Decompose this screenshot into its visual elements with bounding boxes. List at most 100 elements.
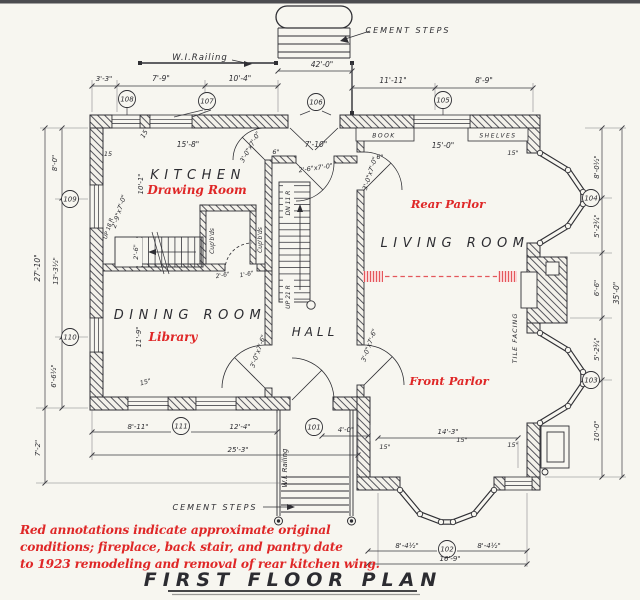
dim-7-2: 7'-2" xyxy=(34,440,42,457)
windows xyxy=(89,114,533,491)
plan-title: FIRST FLOOR PLAN xyxy=(144,569,443,591)
dim-8-11: 8'-11" xyxy=(127,423,148,431)
mark-circle-107 xyxy=(198,92,216,110)
dim-7-9: 7'-9" xyxy=(152,74,170,83)
window-108 xyxy=(111,114,141,129)
window-dining-a xyxy=(127,396,169,411)
dim-11-11: 11'-11" xyxy=(379,76,406,85)
dim-8-4h-b: 8'-4½" xyxy=(477,542,500,550)
drawing-room-label: Drawing Room xyxy=(146,183,246,197)
back-door-leaves xyxy=(289,127,339,151)
window-parlor-south xyxy=(504,476,533,491)
front-parlor-south-wall-a xyxy=(356,476,401,491)
wall-6-b: 6" xyxy=(376,153,383,161)
dim-10-1: 10'-1" xyxy=(137,173,145,194)
shelving xyxy=(355,127,529,142)
dim-8-0-left: 8'-0" xyxy=(51,155,59,172)
dim-12-4: 12'-4" xyxy=(229,423,250,431)
wall-15-bay104: 15" xyxy=(507,149,518,157)
front-parlor-label: Front Parlor xyxy=(408,374,489,388)
doors xyxy=(221,127,405,401)
dim-14-3: 14'-3" xyxy=(437,428,458,436)
parlor-door-leaf xyxy=(363,356,393,386)
front-porch-steps xyxy=(281,476,349,513)
text-halos xyxy=(131,185,294,315)
west-wall-b xyxy=(89,227,104,319)
dim-10-4: 10'-4" xyxy=(229,74,252,83)
mark-108: 108 xyxy=(120,96,134,104)
cupboard-partition-b xyxy=(249,204,257,265)
annotation-note-line3: to 1923 remodeling and removal of rear k… xyxy=(20,557,380,571)
mark-105: 105 xyxy=(436,97,450,105)
dn-11-r-label: DN 11 R xyxy=(285,191,292,216)
window-marks: 108 107 106 105 104 103 102 101 111 110 … xyxy=(61,90,600,558)
rear-parlor-label: Rear Parlor xyxy=(410,197,486,211)
wall-15-bay103: 15" xyxy=(507,441,518,449)
mark-110: 110 xyxy=(63,334,77,342)
mark-107: 107 xyxy=(200,98,214,106)
mark-circle-103 xyxy=(582,371,600,389)
front-door-leaf xyxy=(291,369,323,401)
dim-15-0: 15'-0" xyxy=(432,141,455,150)
north-wall-living-b xyxy=(469,114,541,129)
wall-15-dining: 15" xyxy=(139,377,152,388)
wi-railing-top-label: W.I.Railing xyxy=(172,53,228,63)
window-107 xyxy=(149,114,193,129)
cupboard-partition-top xyxy=(199,204,257,212)
west-wall-c xyxy=(89,351,104,398)
west-wall-a xyxy=(89,127,104,186)
north-wall-center xyxy=(191,114,289,129)
window-glazing-lines xyxy=(93,118,532,486)
original-wall-stub-west xyxy=(363,271,383,282)
front-parlor-west-wall xyxy=(356,396,371,478)
mark-104: 104 xyxy=(584,195,597,203)
dim-lines xyxy=(44,70,623,565)
mark-circle-104 xyxy=(582,189,600,207)
vestibule-door-leaf xyxy=(295,162,324,191)
dim-10-0: 10'-0" xyxy=(593,420,601,441)
window-110 xyxy=(89,317,104,353)
vestibule-wall-a xyxy=(271,155,297,164)
cement-steps-arrowhead-bottom xyxy=(287,504,295,510)
kitchen-hall-wall-a xyxy=(264,159,273,272)
cupboards-label-a: Cup'b'ds xyxy=(209,228,216,254)
mark-circle-106 xyxy=(307,93,325,111)
east-wall-a xyxy=(526,127,541,154)
kitchen-dining-wall-stub xyxy=(256,263,266,272)
dim-8-9: 8'-9" xyxy=(475,76,493,85)
south-wall-a xyxy=(89,396,129,411)
mark-106: 106 xyxy=(309,99,323,107)
title-block: Red annotations indicate approximate ori… xyxy=(19,523,443,596)
tile-facing-label: TILE FACING xyxy=(511,313,519,364)
dim-16-9: 16'-9" xyxy=(439,555,460,563)
cupboards-label-b: Cup'b'ds xyxy=(257,227,264,253)
main-stair-arrowhead xyxy=(297,204,303,212)
library-label: Library xyxy=(148,330,199,344)
annotation-note-line2: conditions; fireplace, back stair, and p… xyxy=(20,540,343,554)
wall-15-parlor-west: 15" xyxy=(379,443,390,451)
wall-15-hall: 15" xyxy=(456,436,467,444)
living-room-label: LIVING ROOM xyxy=(381,236,530,251)
hall-living-wall-c xyxy=(356,384,365,398)
bay-mullion-posts xyxy=(396,149,587,526)
dim-13-3h: 13'-3½" xyxy=(52,257,60,285)
dining-door-arc xyxy=(221,344,266,389)
mark-circle-101 xyxy=(305,418,323,436)
shelves-shelf xyxy=(467,127,529,142)
interior-walls xyxy=(102,127,365,398)
dim-8-0h-right: 8'-0½" xyxy=(593,155,601,178)
shelves-label: SHELVES xyxy=(479,133,516,140)
parlor-door-arc xyxy=(363,344,405,386)
firebox xyxy=(520,271,538,309)
east-wall-d xyxy=(526,422,541,478)
window-105 xyxy=(413,114,471,129)
dim-6-6h: 6'-6½" xyxy=(50,364,58,387)
dim-27-10: 27'-10" xyxy=(33,254,42,281)
dimension-lines xyxy=(36,30,626,567)
dim-42-0: 42'-0" xyxy=(311,60,334,69)
dim-6-6-right: 6'-6" xyxy=(593,280,601,297)
window-109 xyxy=(89,184,104,229)
pantry-door-width: 2'-6" xyxy=(215,271,230,280)
